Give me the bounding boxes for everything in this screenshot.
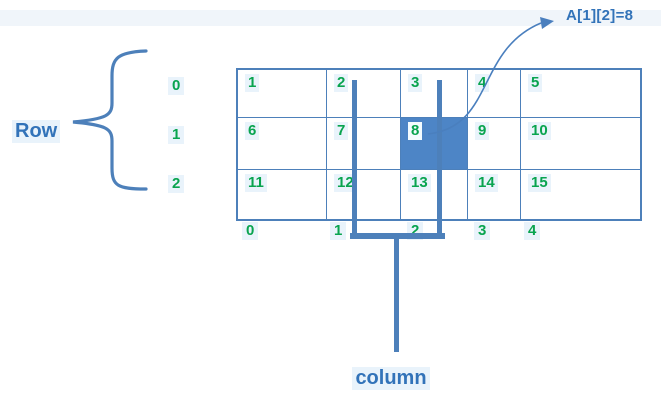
row-label: Row: [12, 120, 61, 143]
grid-cell: 13: [401, 170, 468, 219]
cell-value: 5: [528, 74, 543, 92]
cell-value: 8: [408, 122, 423, 140]
row-index-label: 1: [168, 126, 185, 144]
column-bracket-left-bar: [352, 80, 357, 239]
col-index-label: 1: [330, 222, 347, 240]
row-brace-icon: [72, 49, 148, 191]
grid-cell: 11: [238, 170, 327, 219]
column-bracket-right-bar: [437, 80, 442, 239]
column-label-text: column: [352, 367, 430, 390]
column-pointer-stem: [394, 239, 399, 352]
grid-cell: 15: [521, 170, 640, 219]
cell-value: 4: [475, 74, 490, 92]
cell-value: 11: [245, 174, 267, 192]
cell-value: 13: [408, 174, 431, 192]
row-index-label: 2: [168, 175, 185, 193]
cell-value: 7: [334, 122, 349, 140]
col-index-label: 4: [524, 222, 541, 240]
grid-cell: 2: [327, 70, 401, 118]
col-index-label: 3: [474, 222, 491, 240]
grid-cell: 10: [521, 118, 640, 170]
cell-value: 3: [408, 74, 423, 92]
grid-cell: 14: [468, 170, 521, 219]
grid-cell: 8: [401, 118, 468, 170]
grid-cell: 4: [468, 70, 521, 118]
row-index-label: 0: [168, 77, 185, 95]
cell-value: 15: [528, 174, 551, 192]
top-band: [0, 10, 661, 26]
array-access-annotation: A[1][2]=8: [566, 7, 634, 24]
cell-value: 10: [528, 122, 551, 140]
column-label: column: [352, 367, 430, 390]
row-label-text: Row: [12, 120, 61, 143]
column-bracket-bottom-bar: [350, 233, 445, 239]
grid-cell: 1: [238, 70, 327, 118]
grid-cell: 3: [401, 70, 468, 118]
cell-value: 2: [334, 74, 349, 92]
grid-cell: 9: [468, 118, 521, 170]
grid-cell: 6: [238, 118, 327, 170]
cell-value: 1: [245, 74, 260, 92]
cell-value: 6: [245, 122, 260, 140]
grid-cell: 12: [327, 170, 401, 219]
cell-value: 14: [475, 174, 498, 192]
grid-cell: 5: [521, 70, 640, 118]
grid-cell: 7: [327, 118, 401, 170]
cell-value: 12: [334, 174, 357, 192]
cell-value: 9: [475, 122, 490, 140]
col-index-label: 0: [242, 222, 259, 240]
